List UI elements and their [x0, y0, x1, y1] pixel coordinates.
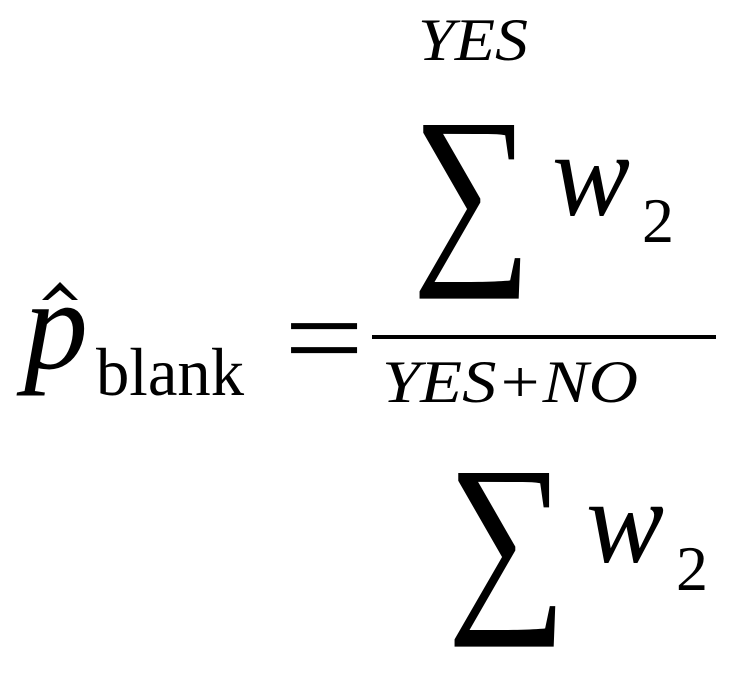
- hat-accent-icon: [42, 282, 78, 300]
- fraction-bar: [372, 335, 716, 339]
- lhs-subscript: blank: [96, 334, 244, 410]
- denominator-sum-operator: ∑: [447, 427, 567, 648]
- equals-sign: =: [284, 271, 364, 404]
- numerator-variable: w: [552, 108, 630, 241]
- denominator-subscript: 2: [676, 533, 708, 604]
- denominator-variable: w: [586, 455, 664, 588]
- denominator-upper-limit: YES+NO: [382, 349, 638, 415]
- lhs-symbol: p: [16, 254, 88, 396]
- numerator-upper-limit: YES: [418, 7, 528, 73]
- numerator-sum-operator: ∑: [412, 79, 532, 300]
- numerator: YES ∑ w 2: [412, 7, 674, 300]
- denominator: YES+NO ∑ w 2: [382, 349, 708, 648]
- numerator-subscript: 2: [642, 185, 674, 256]
- lhs: p blank: [16, 254, 244, 410]
